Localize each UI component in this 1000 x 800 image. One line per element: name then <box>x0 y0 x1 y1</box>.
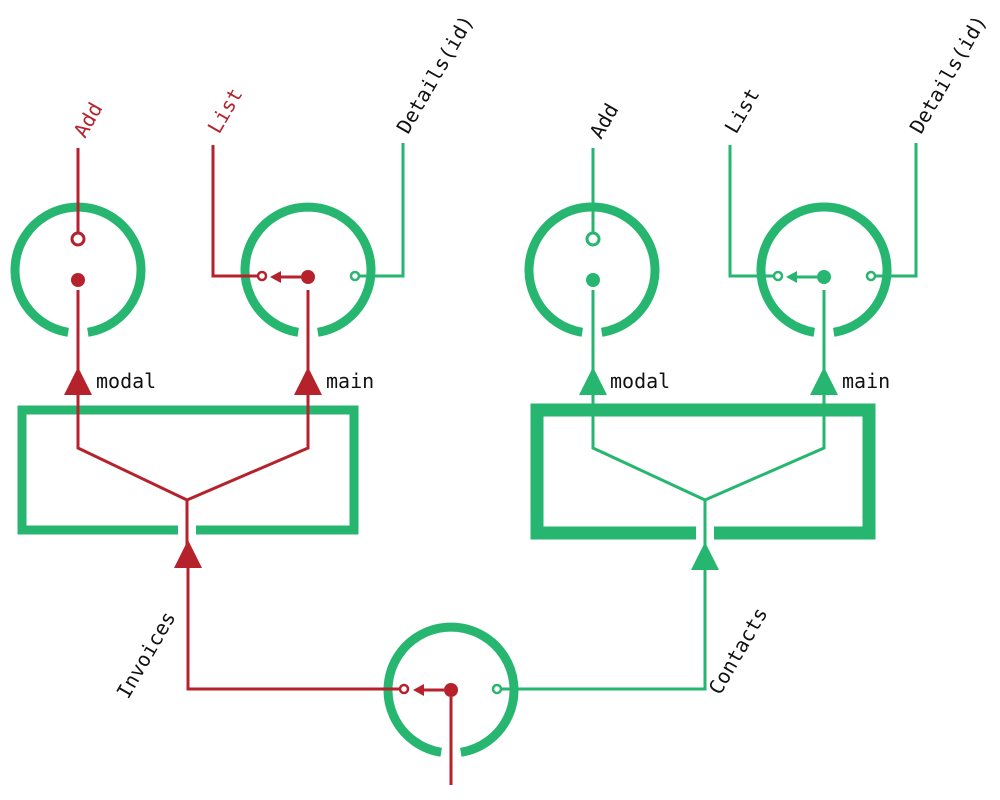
root-contacts-branch-line <box>501 570 707 691</box>
invoices-modal-arrow-icon <box>64 367 92 395</box>
invoices-entry-arrow-icon <box>174 540 202 568</box>
contacts-container-box <box>530 403 876 540</box>
invoices-main-link-arrow-icon <box>270 271 281 283</box>
root-outlet: Invoices Contacts <box>112 568 773 785</box>
contacts-modal-label: modal <box>610 369 670 393</box>
contacts-modal-node-icon <box>586 273 600 287</box>
contacts-main-node-icon <box>817 270 831 284</box>
invoices-main-path <box>186 290 310 502</box>
contacts-entry-arrow-icon <box>691 542 719 570</box>
contacts-route-details-label: Details(id) <box>905 11 992 138</box>
contacts-list-route-line <box>728 145 774 278</box>
root-node-icon <box>444 683 458 697</box>
contacts-main-arrow-icon <box>810 367 838 395</box>
invoices-main-node-icon <box>301 270 315 284</box>
invoices-details-socket-icon <box>349 270 361 282</box>
invoices-group: modal main Add List Details(id) <box>10 11 479 568</box>
invoices-route-details-label: Details(id) <box>392 11 479 138</box>
contacts-add-socket-icon <box>585 231 601 247</box>
root-invoices-branch-line <box>186 568 400 691</box>
invoices-list-socket-icon <box>256 270 268 282</box>
contacts-main-outlet-ring <box>756 202 892 337</box>
invoices-modal-label: modal <box>96 369 156 393</box>
root-outlet-ring <box>383 622 519 757</box>
root-branch-contacts-label: Contacts <box>704 603 773 698</box>
contacts-main-label: main <box>842 369 890 393</box>
invoices-details-route-line <box>359 143 405 278</box>
invoices-list-route-line <box>211 145 258 278</box>
invoices-route-add-label: Add <box>69 98 108 141</box>
contacts-main-link-arrow-icon <box>786 271 797 283</box>
contacts-modal-arrow-icon <box>579 367 607 395</box>
invoices-main-outlet-ring <box>240 202 376 337</box>
invoices-modal-node-icon <box>71 273 85 287</box>
contacts-details-socket-icon <box>865 270 877 282</box>
contacts-route-add-label: Add <box>585 99 624 142</box>
root-link-arrow-icon <box>413 684 424 696</box>
contacts-details-route-line <box>875 143 918 278</box>
contacts-list-socket-icon <box>772 270 784 282</box>
root-contacts-socket-icon <box>491 683 503 695</box>
contacts-route-list-label: List <box>720 84 765 138</box>
contacts-group: modal main Add List Details(id) <box>524 11 992 570</box>
contacts-main-path <box>704 290 826 502</box>
root-branch-invoices-label: Invoices <box>112 607 181 702</box>
invoices-main-arrow-icon <box>294 367 322 395</box>
invoices-main-label: main <box>326 369 374 393</box>
invoices-route-list-label: List <box>203 84 248 138</box>
invoices-add-socket-icon <box>70 231 86 247</box>
root-invoices-socket-icon <box>398 683 410 695</box>
